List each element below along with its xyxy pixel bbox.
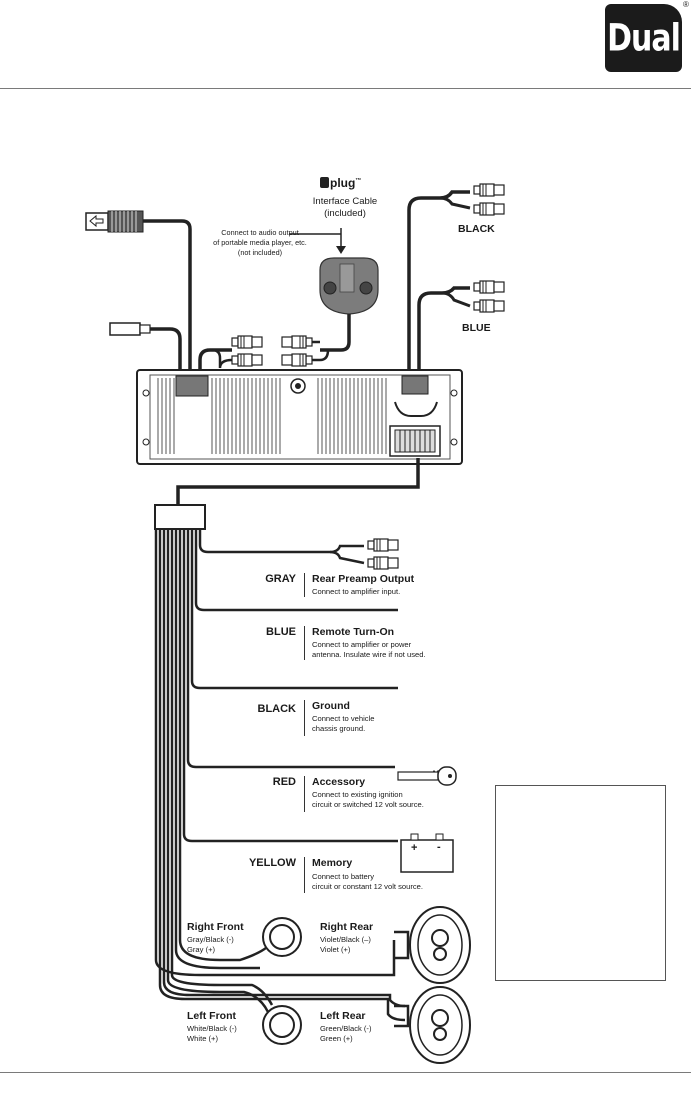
dual-logo: Dual	[605, 4, 682, 72]
wire-title-memory: Memory	[312, 857, 353, 869]
battery-minus: -	[437, 841, 441, 853]
wire-title-ground: Ground	[312, 700, 350, 712]
wire-title-accessory: Accessory	[312, 776, 366, 788]
wire-divider	[304, 857, 305, 893]
wire-title-preamp: Rear Preamp Output	[312, 573, 415, 585]
right-rear-wires: Violet/Black (–)Violet (+)	[320, 935, 371, 954]
wire-title-remote: Remote Turn-On	[312, 626, 395, 638]
right-front-speaker	[262, 917, 302, 957]
wire-color-yellow: YELLOW	[248, 857, 296, 869]
wire-color-red: RED	[272, 776, 296, 788]
wire-color-black: BLACK	[257, 703, 297, 715]
head-unit-chassis	[136, 369, 463, 465]
right-rear-title: Right Rear	[320, 921, 374, 933]
aux-plug	[109, 322, 182, 378]
left-front-speaker	[262, 1005, 302, 1045]
header-rule	[0, 88, 691, 89]
wire-divider	[304, 700, 305, 736]
blue-rca-outputs	[417, 280, 505, 378]
battery-plus: +	[411, 842, 418, 854]
ignition-key-icon	[397, 766, 457, 786]
aux-rca-pair	[198, 335, 330, 378]
wire-divider	[304, 776, 305, 812]
left-rear-speaker	[394, 986, 471, 1064]
left-rear-wires: Green/Black (-)Green (+)	[320, 1024, 372, 1043]
registered-mark: ®	[683, 0, 689, 9]
wire-color-blue: BLUE	[266, 626, 296, 638]
wire-divider	[304, 626, 305, 660]
footer-rule	[0, 1072, 691, 1073]
right-front-wires: Gray/Black (-)Gray (+)	[187, 935, 234, 954]
left-front-wires: White/Black (-)White (+)	[187, 1024, 237, 1043]
left-rear-title: Left Rear	[320, 1010, 366, 1022]
left-front-title: Left Front	[187, 1010, 236, 1022]
black-rca-outputs	[407, 183, 505, 378]
connect-note: Connect to audio output of portable medi…	[213, 228, 307, 257]
iplug-module	[289, 228, 379, 352]
empty-callout-box	[495, 785, 666, 981]
right-rear-speaker	[394, 906, 471, 984]
wire-color-gray: GRAY	[265, 573, 296, 585]
blue-rca-label: BLUE	[462, 322, 491, 334]
black-rca-label: BLACK	[458, 223, 495, 235]
right-front-title: Right Front	[187, 921, 244, 933]
iplug-logo: plug™	[320, 176, 361, 190]
antenna-connector	[85, 210, 192, 378]
wire-desc-preamp: Connect to amplifier input.	[312, 587, 401, 596]
battery-icon	[400, 833, 454, 873]
harness-cable	[154, 458, 420, 530]
iplug-caption: Interface Cable(included)	[312, 196, 378, 219]
preamp-rca	[329, 538, 399, 570]
wire-divider	[304, 573, 305, 597]
